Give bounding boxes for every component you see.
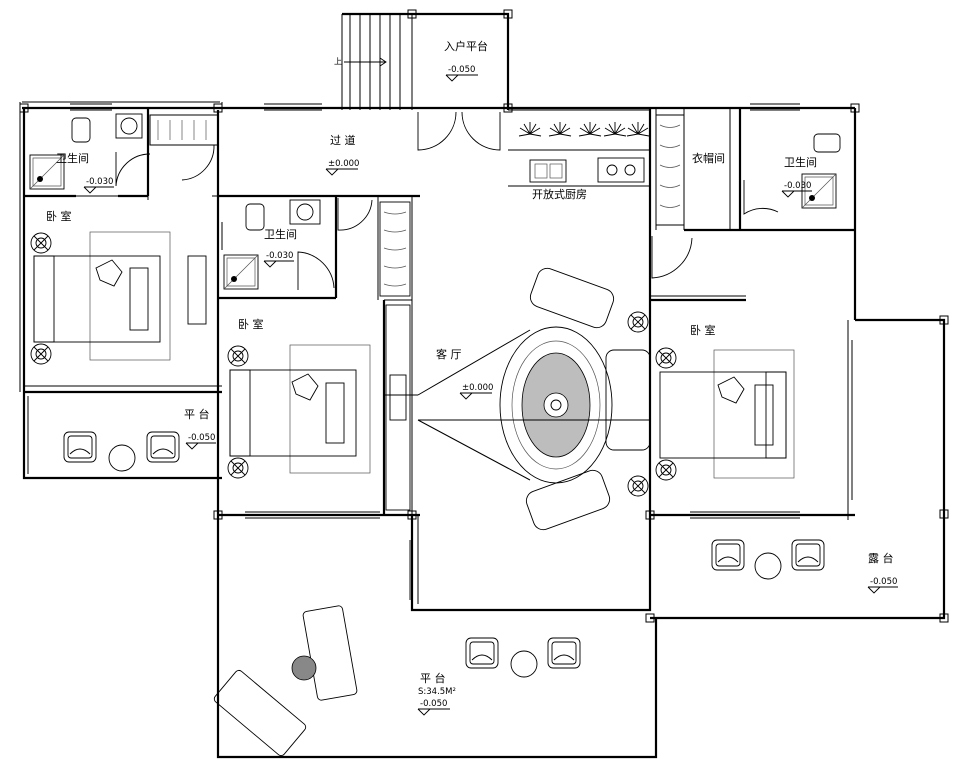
- level-entry-platform: -0.050: [448, 65, 475, 75]
- stair-up-label: 上: [334, 57, 342, 66]
- label-entry-platform: 入户平台: [444, 39, 488, 53]
- label-bedroom-right: 卧 室: [690, 323, 716, 337]
- label-bath-left: 卫生间: [56, 151, 89, 165]
- label-wardrobe: 衣帽间: [692, 151, 725, 165]
- room-labels: 入户平台 上 过 道 开放式厨房 衣帽间 卫生间 卫生间 卫生间 卧 室 卧 室…: [46, 39, 894, 685]
- outdoor-furniture: [63, 431, 825, 757]
- entry-stairs: [344, 14, 401, 110]
- area-platform-bottom: S:34.5M²: [418, 687, 456, 697]
- level-bath-mid: -0.030: [266, 251, 293, 261]
- label-bedroom-mid: 卧 室: [238, 317, 264, 331]
- level-bath-left: -0.030: [86, 177, 113, 187]
- level-marks: -0.050 ±0.000 -0.030 -0.030 -0.030 ±0.00…: [83, 65, 898, 716]
- label-bath-right: 卫生间: [784, 155, 817, 169]
- label-platform-left: 平 台: [184, 407, 210, 421]
- bed-left: [30, 231, 207, 365]
- bed-right: [655, 347, 795, 481]
- walls: [19, 9, 949, 759]
- level-corridor: ±0.000: [328, 159, 359, 169]
- label-platform-bottom: 平 台: [420, 671, 446, 685]
- label-corridor: 过 道: [330, 133, 356, 147]
- label-bath-mid: 卫生间: [264, 227, 297, 241]
- windows: [70, 103, 853, 519]
- fixtures: [29, 113, 841, 511]
- level-terrace: -0.050: [870, 577, 897, 587]
- label-living-room: 客 厅: [436, 347, 462, 361]
- level-platform-bottom: -0.050: [420, 699, 447, 709]
- label-open-kitchen: 开放式厨房: [532, 187, 587, 201]
- label-bedroom-left: 卧 室: [46, 209, 72, 223]
- level-bath-right: -0.030: [784, 181, 811, 191]
- level-living-room: ±0.000: [462, 383, 493, 393]
- label-terrace: 露 台: [868, 551, 894, 565]
- living-room-furniture: [417, 267, 651, 531]
- bed-mid: [227, 344, 371, 479]
- level-platform-left: -0.050: [188, 433, 215, 443]
- doors: [115, 111, 779, 600]
